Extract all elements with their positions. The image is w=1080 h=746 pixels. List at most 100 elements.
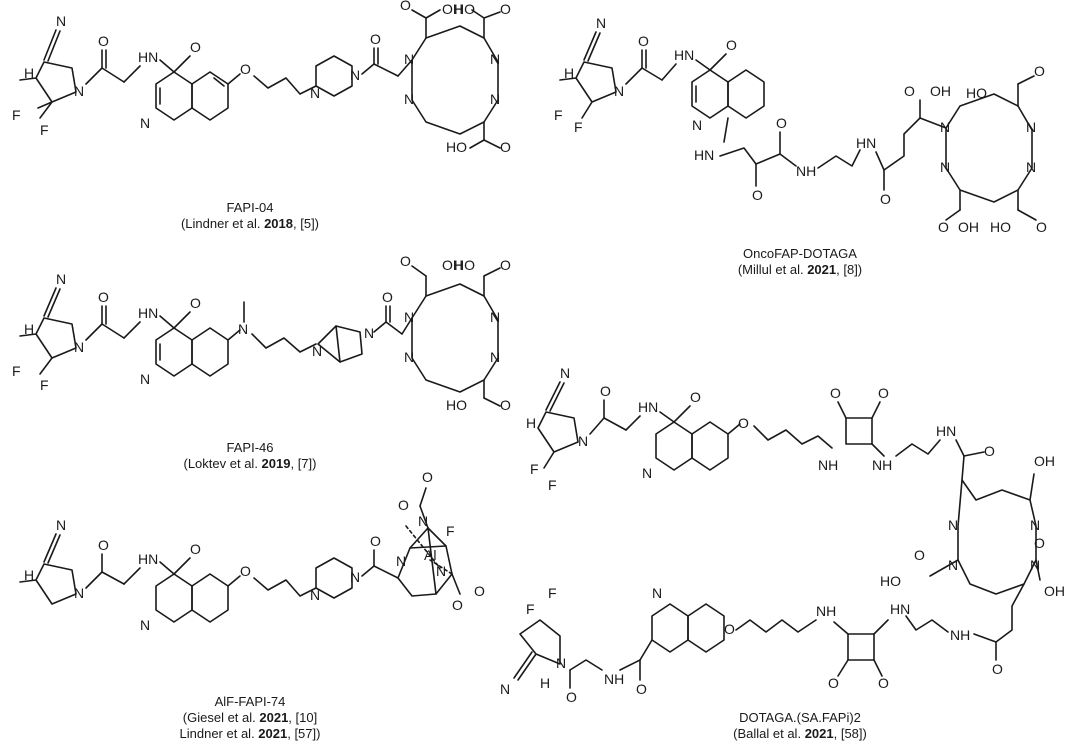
fapi04-ring-n: N [74, 83, 84, 99]
dotaga-nh4: NH [816, 603, 836, 619]
alf74-nota-n1: N [418, 513, 428, 529]
fapi46-bic-n1: N [312, 343, 322, 359]
fapi46-quin-n: N [140, 371, 150, 387]
oncofap-oh1: OH [930, 83, 951, 99]
alf74-ether-o: O [240, 563, 251, 579]
fapi46-bic-n2: N [364, 325, 374, 341]
oncofap-dota-n4: N [1026, 159, 1036, 175]
dotaga-h2: H [540, 675, 550, 691]
fapi04-dota-n4: N [490, 91, 500, 107]
oncofap-ho1: HO [966, 85, 987, 101]
dotaga-f1: F [530, 461, 539, 477]
alf74-o3: O [370, 533, 381, 549]
fapi04-structure: N H N F F O HN O N [12, 0, 511, 155]
fapi04-name: FAPI-04 [226, 200, 274, 215]
oncofap-structure: N H N F F O HN O N HN O [554, 15, 1047, 235]
alf74-o1: O [98, 537, 109, 553]
fapi04-oh1: OH [442, 1, 463, 17]
dotaga-oh1: OH [1034, 453, 1055, 469]
oncofap-o3: O [752, 187, 763, 203]
fapi46-oh1: OH [442, 257, 463, 273]
oncofap-o7: O [1034, 63, 1045, 79]
oncofap-nh1: NH [796, 163, 816, 179]
alf74-hn: HN [138, 551, 158, 567]
dotaga-quin-n1: N [642, 465, 652, 481]
oncofap-f2: F [554, 107, 563, 123]
dotaga-caption: DOTAGA.(SA.FAPi)2 (Ballal et al. 2021, [… [680, 710, 920, 742]
dotaga-o6: O [992, 661, 1003, 677]
dotaga-oh2: OH [1044, 583, 1065, 599]
fapi04-ho1: HO [454, 1, 475, 17]
dotaga-sq-o3: O [828, 675, 839, 691]
oncofap-nitrile-n: N [596, 15, 606, 31]
alf74-h-label: H [24, 567, 34, 583]
dotaga-nitrile-n2: N [500, 681, 510, 697]
oncofap-hn3: HN [856, 135, 876, 151]
oncofap-name: OncoFAP-DOTAGA [743, 246, 857, 261]
dotaga-nh5: NH [604, 671, 624, 687]
dotaga-nh3: NH [950, 627, 970, 643]
fapi04-o5: O [500, 1, 511, 17]
alf74-nota-n3: N [436, 563, 446, 579]
fapi46-o6: O [500, 397, 511, 413]
oncofap-ref: (Millul et al. 2021, [8]) [737, 262, 863, 277]
fapi04-pip-n1: N [310, 85, 320, 101]
fapi46-f1: F [40, 377, 49, 393]
alf74-structure: N H N O HN O N O N N O [19, 469, 485, 633]
fapi04-pip-n2: N [350, 67, 360, 83]
dotaga-ring-n2: N [556, 655, 566, 671]
alf74-nota-n2: N [396, 553, 406, 569]
dotaga-dota-n2: N [1030, 517, 1040, 533]
dotaga-hn2: HN [936, 423, 956, 439]
alf74-caption: AlF-FAPI-74 (Giesel et al. 2021, [10] Li… [130, 694, 370, 742]
dotaga-ether-o2: O [724, 621, 735, 637]
dotaga-ho1: HO [880, 573, 901, 589]
fapi04-quin-n: N [140, 115, 150, 131]
fapi46-h-label: H [24, 321, 34, 337]
alf74-ref2: Lindner et al. 2021, [57]) [179, 726, 321, 741]
alf74-o5: O [422, 469, 433, 485]
dotaga-sq-o1: O [830, 385, 841, 401]
oncofap-ho2: HO [990, 219, 1011, 235]
alf74-ref: (Giesel et al. 2021, [10] [182, 710, 318, 725]
fapi04-o6: O [500, 139, 511, 155]
fapi46-name: FAPI-46 [226, 440, 274, 455]
dotaga-nh2: NH [872, 457, 892, 473]
dotaga-f2: F [548, 477, 557, 493]
oncofap-quin-n: N [692, 117, 702, 133]
dotaga-dota-n3: N [948, 557, 958, 573]
oncofap-f1: F [574, 119, 583, 135]
dotaga-hn3: HN [890, 601, 910, 617]
fapi04-caption: FAPI-04 (Lindner et al. 2018, [5]) [130, 200, 370, 232]
alf74-pip-n1: N [310, 587, 320, 603]
oncofap-hn1: HN [674, 47, 694, 63]
oncofap-caption: OncoFAP-DOTAGA (Millul et al. 2021, [8]) [680, 246, 920, 278]
dotaga-o3: O [984, 443, 995, 459]
dotaga-o8: O [566, 689, 577, 705]
fapi04-o1: O [98, 33, 109, 49]
alf74-o4: O [398, 497, 409, 513]
fapi04-h-label: H [24, 65, 34, 81]
dotaga-nh1: NH [818, 457, 838, 473]
fapi04-o3: O [370, 31, 381, 47]
dotaga-dota-n4: N [1030, 557, 1040, 573]
fapi04-nitrile-n: N [56, 13, 66, 29]
alf74-name: AlF-FAPI-74 [214, 694, 286, 709]
fapi46-o3: O [382, 289, 393, 305]
oncofap-hn2: HN [694, 147, 714, 163]
fapi04-o2: O [190, 39, 201, 55]
fapi46-o2: O [190, 295, 201, 311]
dotaga-sq-o2: O [878, 385, 889, 401]
fapi46-f2: F [12, 363, 21, 379]
alf74-o6: O [452, 597, 463, 613]
dotaga-ref: (Ballal et al. 2021, [58]) [733, 726, 867, 741]
dotaga-o2: O [690, 389, 701, 405]
oncofap-o2: O [726, 37, 737, 53]
fapi46-dota-n3: N [404, 349, 414, 365]
fapi46-ho1: HO [454, 257, 475, 273]
oncofap-o4: O [776, 115, 787, 131]
dotaga-h1: H [526, 415, 536, 431]
fapi04-hn: HN [138, 49, 158, 65]
dotaga-structure: N H N F F O HN O N O NH [500, 365, 1065, 705]
